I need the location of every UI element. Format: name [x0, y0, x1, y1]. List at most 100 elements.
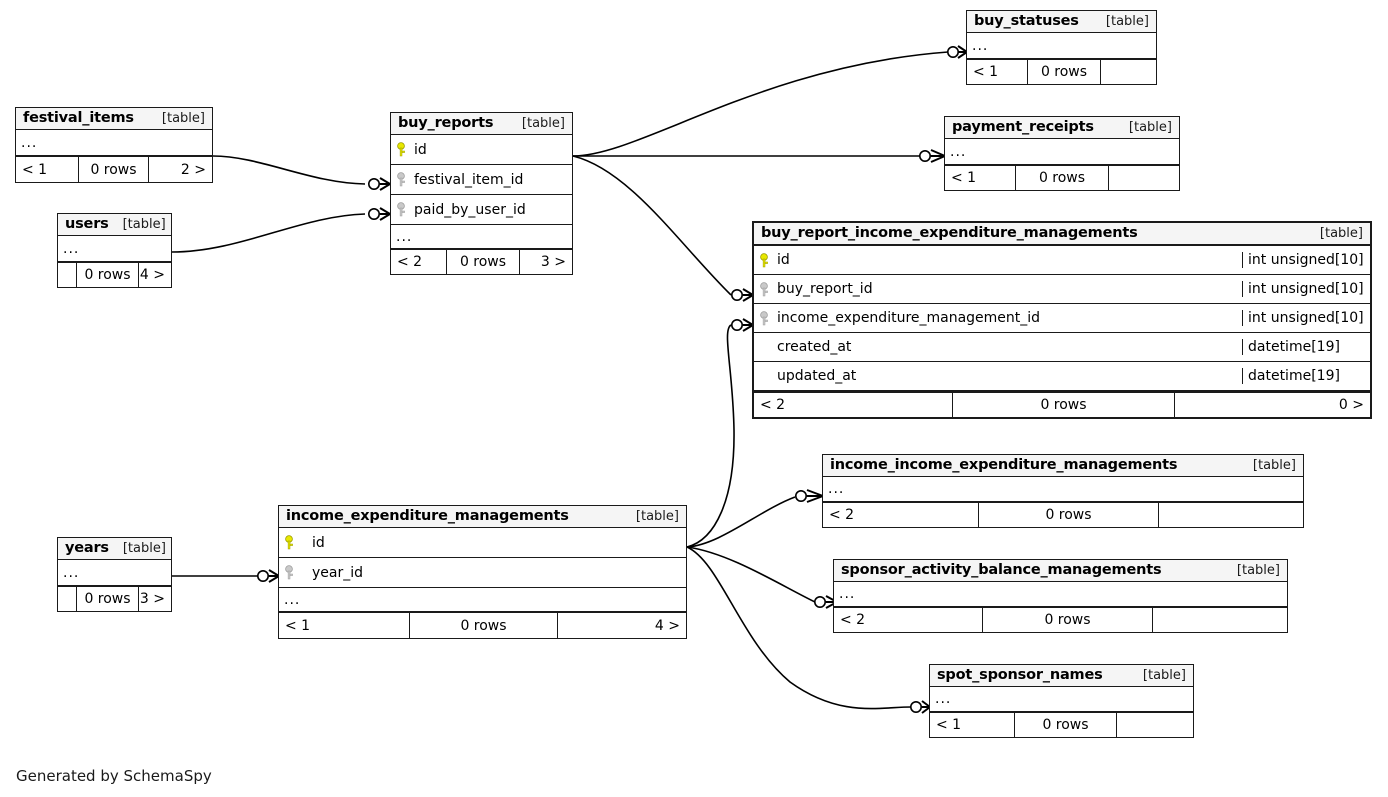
footer-parents: < 2 [829, 507, 855, 523]
table-header: sponsor_activity_balance_managements [ta… [834, 560, 1287, 582]
column-row-id: id [391, 135, 572, 165]
table-tag: [table] [1142, 667, 1186, 683]
column-label: ... [284, 591, 301, 608]
edge-endpoint-spot-sponsor [909, 700, 922, 713]
footer-parents: < 2 [397, 254, 423, 270]
table-buy-report-income-expenditure-managements[interactable]: buy_report_income_expenditure_management… [752, 221, 1372, 419]
table-header: users [table] [58, 214, 171, 236]
column-row-festival-item-id: festival_item_id [391, 165, 572, 195]
column-row: ... [58, 560, 171, 586]
table-footer: < 1 0 rows [945, 165, 1179, 190]
table-footer: < 2 0 rows [834, 607, 1287, 632]
table-tag: [table] [122, 216, 166, 232]
column-row-paid-by-user-id: paid_by_user_id [391, 195, 572, 225]
table-buy-reports[interactable]: buy_reports [table] id festival_item_id [390, 112, 573, 275]
footer-children: 3 > [138, 587, 171, 611]
edge-endpoint-sponsor [813, 595, 826, 608]
table-name: buy_reports [398, 115, 494, 131]
footer-rows: 0 rows [978, 503, 1158, 527]
column-label: ... [63, 564, 80, 581]
footer-parents: < 1 [973, 64, 999, 80]
table-tag: [table] [161, 110, 205, 126]
table-tag: [table] [122, 540, 166, 556]
footer-rows: 0 rows [446, 250, 519, 274]
table-tag: [table] [1105, 13, 1149, 29]
column-type: int unsigned[10] [1242, 252, 1370, 268]
table-header: income_income_expenditure_managements [t… [823, 455, 1303, 477]
table-income-income-expenditure-managements[interactable]: income_income_expenditure_managements [t… [822, 454, 1304, 528]
edge-endpoint-buy-statuses [946, 45, 959, 58]
primary-key-icon [760, 252, 771, 268]
footer-rows: 0 rows [78, 157, 148, 182]
column-label: ... [396, 228, 413, 245]
column-label: ... [21, 134, 38, 151]
foreign-key-icon [285, 565, 296, 580]
footer-children [1152, 608, 1287, 632]
footer-rows: 0 rows [1015, 166, 1108, 190]
table-name: sponsor_activity_balance_managements [841, 562, 1162, 578]
column-label: ... [935, 691, 952, 707]
edge-iem-income-income [686, 496, 796, 548]
footer-rows: 0 rows [76, 587, 138, 611]
table-name: years [65, 540, 109, 556]
table-tag: [table] [1319, 225, 1363, 241]
table-header: spot_sponsor_names [table] [930, 665, 1193, 687]
footer-children: 4 > [138, 263, 171, 287]
footer-rows: 0 rows [76, 263, 138, 287]
edge-festival-items-buy-reports [212, 155, 366, 185]
footer-rows: 0 rows [409, 613, 557, 638]
column-label: festival_item_id [414, 171, 524, 188]
column-label: buy_report_id [777, 281, 873, 297]
table-header: buy_reports [table] [391, 113, 572, 135]
edge-buy-reports-bricem [572, 155, 732, 296]
column-row: ... [58, 236, 171, 262]
table-name: income_income_expenditure_managements [830, 457, 1178, 473]
column-row: ... [16, 130, 212, 156]
column-row: ... [967, 33, 1156, 59]
table-header: festival_items [table] [16, 108, 212, 130]
column-label: id [777, 252, 790, 268]
table-tag: [table] [1236, 562, 1280, 578]
column-label: paid_by_user_id [414, 201, 526, 218]
table-tag: [table] [521, 115, 565, 131]
table-buy-statuses[interactable]: buy_statuses [table] ... < 1 0 rows [966, 10, 1157, 85]
column-row-year-id: year_id [279, 558, 686, 588]
table-users[interactable]: users [table] ... 0 rows 4 > [57, 213, 172, 288]
foreign-key-icon [397, 172, 408, 187]
footer-parents: < 2 [840, 612, 866, 628]
column-row-updated-at: updated_at datetime[19] [754, 362, 1370, 391]
column-label: id [312, 534, 325, 551]
primary-key-icon [285, 535, 296, 550]
footer-children: 2 > [148, 157, 212, 182]
table-name: spot_sponsor_names [937, 667, 1103, 683]
edge-endpoint-payment-receipts [918, 150, 931, 163]
footer-children: 3 > [519, 250, 572, 274]
column-row-id: id [279, 528, 686, 558]
column-row-buy-report-id: buy_report_id int unsigned[10] [754, 275, 1370, 304]
footer-rows: 0 rows [982, 608, 1152, 632]
table-footer: 0 rows 3 > [58, 586, 171, 611]
column-row-id: id int unsigned[10] [754, 246, 1370, 275]
column-label: income_expenditure_management_id [777, 310, 1041, 326]
footer-children [1108, 166, 1179, 190]
foreign-key-icon [760, 281, 771, 297]
column-type: datetime[19] [1242, 339, 1370, 355]
table-name: buy_report_income_expenditure_management… [761, 225, 1138, 241]
edge-endpoint-iem-id [730, 318, 743, 331]
table-footer: 0 rows 4 > [58, 262, 171, 287]
table-footer: < 1 0 rows 4 > [279, 612, 686, 638]
column-label: id [414, 141, 427, 158]
table-income-expenditure-managements[interactable]: income_expenditure_managements [table] i… [278, 505, 687, 639]
table-sponsor-activity-balance-managements[interactable]: sponsor_activity_balance_managements [ta… [833, 559, 1288, 633]
table-name: income_expenditure_managements [286, 508, 569, 524]
column-label: ... [972, 37, 989, 54]
table-years[interactable]: years [table] ... 0 rows 3 > [57, 537, 172, 612]
column-type: int unsigned[10] [1242, 281, 1370, 297]
table-name: buy_statuses [974, 13, 1079, 29]
table-payment-receipts[interactable]: payment_receipts [table] ... < 1 0 rows [944, 116, 1180, 191]
table-header: buy_statuses [table] [967, 11, 1156, 33]
table-header: years [table] [58, 538, 171, 560]
table-spot-sponsor-names[interactable]: spot_sponsor_names [table] ... < 1 0 row… [929, 664, 1194, 738]
table-festival-items[interactable]: festival_items [table] ... < 1 0 rows 2 … [15, 107, 213, 183]
footer-parents: < 2 [760, 397, 786, 413]
